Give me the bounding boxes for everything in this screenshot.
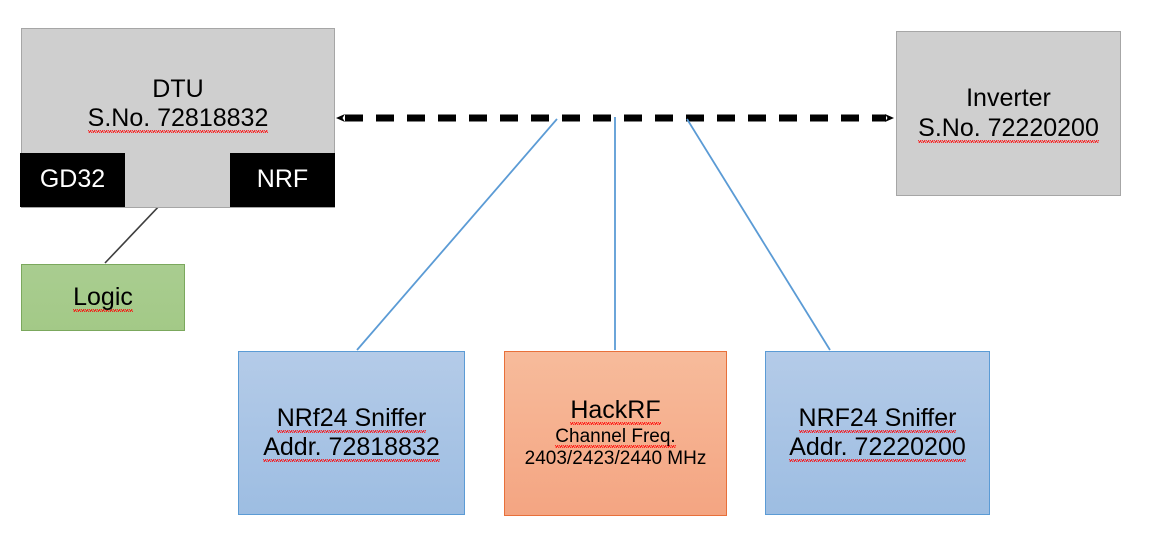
inverter-serial: S.No. 72220200 bbox=[918, 113, 1099, 144]
hackrf-channel-label: Channel Freq. bbox=[555, 425, 676, 448]
sniffer-left-addr-text: Addr. 72818832 bbox=[263, 433, 440, 462]
hackrf-node[interactable]: HackRF Channel Freq. 2403/2423/2440 MHz bbox=[504, 351, 727, 516]
hackrf-frequencies: 2403/2423/2440 MHz bbox=[524, 448, 707, 470]
hackrf-channel-label-text: Channel Freq. bbox=[555, 425, 676, 448]
nrf-label: NRF bbox=[256, 165, 309, 194]
sniffer-right-title: NRF24 Sniffer bbox=[798, 403, 957, 434]
logic-label: Logic bbox=[73, 282, 133, 312]
dtu-serial: S.No. 72818832 bbox=[87, 104, 269, 134]
hackrf-title: HackRF bbox=[570, 396, 661, 426]
sniffer-left-tap-line bbox=[356, 118, 558, 351]
dtu-label-stack: DTU S.No. 72818832 bbox=[87, 74, 269, 134]
inverter-serial-text: S.No. 72220200 bbox=[918, 113, 1099, 143]
sniffer-left-node[interactable]: NRf24 Sniffer Addr. 72818832 bbox=[238, 351, 465, 515]
sniffer-left-title-text: NRf24 Sniffer bbox=[276, 403, 427, 433]
inverter-title: Inverter bbox=[966, 84, 1051, 112]
sniffer-right-tap-line bbox=[686, 118, 831, 351]
inverter-node[interactable]: Inverter S.No. 72220200 bbox=[896, 31, 1121, 196]
sniffer-right-title-text: NRF24 Sniffer bbox=[798, 403, 957, 433]
sniffer-left-title: NRf24 Sniffer bbox=[276, 403, 427, 434]
sniffer-right-addr-text: Addr. 72220200 bbox=[789, 433, 966, 462]
logic-label-wrap: Logic bbox=[73, 282, 133, 313]
nrf-node[interactable]: NRF bbox=[230, 153, 335, 207]
hackrf-title-text: HackRF bbox=[570, 396, 661, 426]
sniffer-right-addr: Addr. 72220200 bbox=[789, 433, 966, 463]
sniffer-right-node[interactable]: NRF24 Sniffer Addr. 72220200 bbox=[765, 351, 990, 515]
gd32-label: GD32 bbox=[39, 165, 106, 194]
logic-node[interactable]: Logic bbox=[21, 264, 185, 331]
dtu-title: DTU bbox=[152, 74, 204, 103]
dtu-serial-text: S.No. 72818832 bbox=[87, 104, 269, 133]
sniffer-left-addr: Addr. 72818832 bbox=[263, 433, 440, 463]
gd32-node[interactable]: GD32 bbox=[20, 153, 125, 207]
